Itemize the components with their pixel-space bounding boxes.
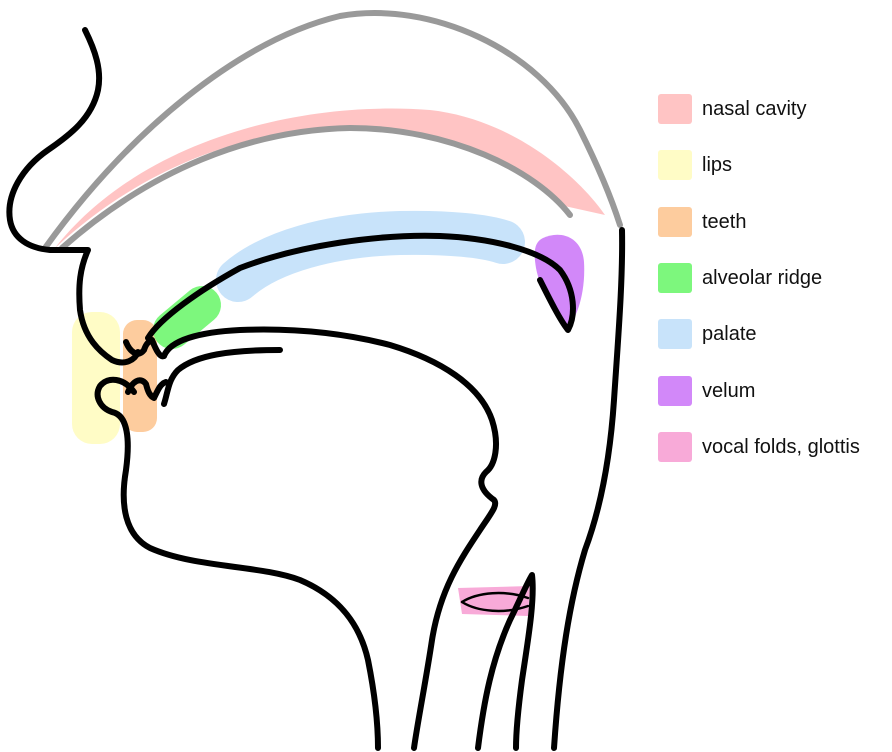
legend-label-teeth: teeth xyxy=(702,210,747,233)
tongue-outline xyxy=(161,326,499,751)
upper-teeth-outline xyxy=(123,337,167,360)
legend-label-vocal-folds-glottis: vocal folds, glottis xyxy=(702,435,860,458)
nose-and-face-outline xyxy=(6,27,141,366)
legend-item-nasal-cavity: nasal cavity xyxy=(658,92,807,126)
larynx-outline xyxy=(475,572,536,751)
pharynx-back-wall-outline xyxy=(551,227,626,751)
legend-item-palate: palate xyxy=(658,317,757,351)
nasal-cavity-outer-outline xyxy=(42,10,623,251)
vocal-folds-glottis-swatch xyxy=(658,432,692,462)
nasal-cavity-swatch xyxy=(658,94,692,124)
palate-swatch xyxy=(658,319,692,349)
legend-item-lips: lips xyxy=(658,148,732,182)
legend-label-nasal-cavity: nasal cavity xyxy=(702,97,807,120)
legend-label-palate: palate xyxy=(702,322,757,345)
legend-item-alveolar-ridge: alveolar ridge xyxy=(658,261,822,295)
legend-item-velum: velum xyxy=(658,374,755,408)
legend-label-velum: velum xyxy=(702,379,756,402)
vocal-folds-outline xyxy=(460,591,530,613)
lips-swatch xyxy=(658,150,692,180)
lower-teeth-outline xyxy=(125,377,169,401)
palate-and-velum-outline xyxy=(145,232,576,341)
lower-lip-and-chin-outline xyxy=(94,376,381,751)
alveolar-ridge-region xyxy=(153,286,221,349)
teeth-swatch xyxy=(658,207,692,237)
nasal-cavity-region xyxy=(55,108,605,248)
legend-label-alveolar-ridge: alveolar ridge xyxy=(702,266,823,289)
velum-swatch xyxy=(658,376,692,406)
nasal-cavity-inner-outline xyxy=(59,124,573,251)
legend-item-vocal-folds-glottis: vocal folds, glottis xyxy=(658,430,860,464)
legend-item-teeth: teeth xyxy=(658,205,746,239)
alveolar-ridge-swatch xyxy=(658,263,692,293)
legend-label-lips: lips xyxy=(702,153,733,176)
